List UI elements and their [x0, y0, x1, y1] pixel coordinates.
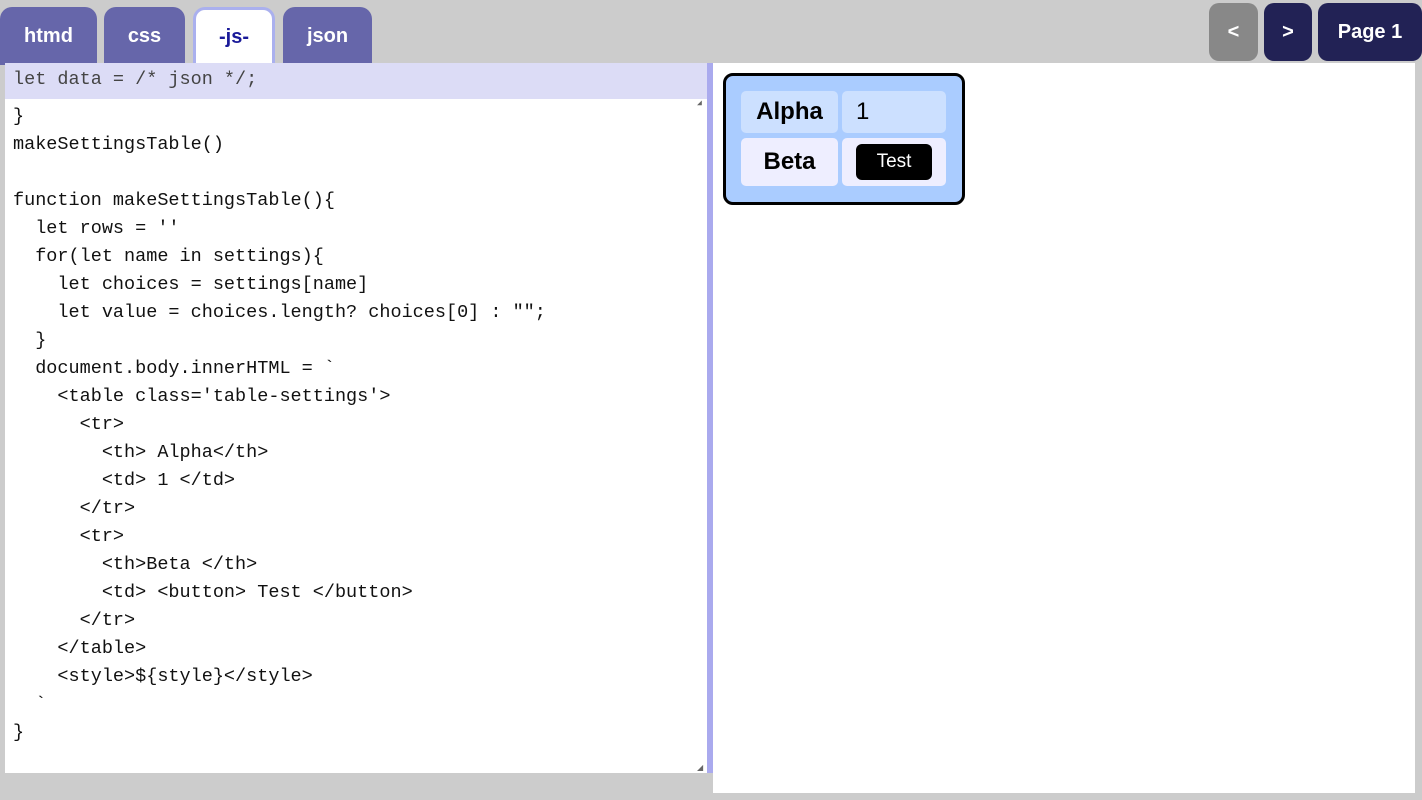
tab-json[interactable]: json: [283, 7, 372, 65]
resize-grip-icon[interactable]: ◢: [697, 763, 704, 772]
resize-grip-icon[interactable]: ◢: [697, 99, 702, 108]
row-value-beta: Test: [842, 138, 946, 186]
code-text: 'beta' : words('a b c d e') } makeSettin…: [13, 106, 546, 743]
row-header-alpha: Alpha: [741, 91, 838, 133]
prev-page-button[interactable]: <: [1209, 3, 1258, 61]
next-page-button[interactable]: >: [1264, 3, 1312, 61]
editor-header-input[interactable]: let data = /* json */; ◢: [5, 63, 707, 108]
tab-htmd[interactable]: htmd: [0, 7, 97, 65]
code-textarea[interactable]: 'beta' : words('a b c d e') } makeSettin…: [13, 99, 707, 773]
test-button[interactable]: Test: [856, 144, 932, 180]
tab-css[interactable]: css: [104, 7, 185, 65]
row-value-alpha: 1: [842, 91, 946, 133]
settings-table: Alpha 1 Beta Test: [723, 73, 965, 205]
code-editor-pane: let data = /* json */; ◢ 'beta' : words('…: [5, 63, 713, 773]
row-header-beta: Beta: [741, 138, 838, 186]
editor-header-text: let data = /* json */;: [13, 69, 258, 90]
page-indicator-button[interactable]: Page 1: [1318, 3, 1422, 61]
preview-pane: Alpha 1 Beta Test: [713, 63, 1415, 793]
tab-js[interactable]: -js-: [193, 7, 275, 65]
